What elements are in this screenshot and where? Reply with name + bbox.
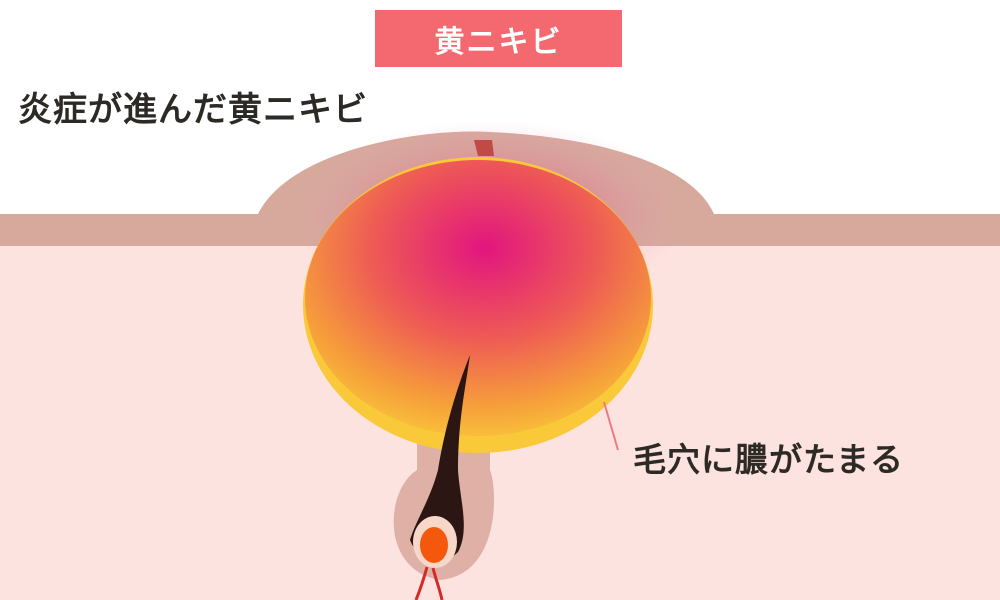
title-badge-label: 黄ニキビ	[434, 24, 563, 60]
pore-opening	[474, 140, 494, 156]
hair-strand	[410, 355, 470, 562]
pus-callout-label: 毛穴に膿がたまる	[633, 440, 905, 479]
capillary	[414, 566, 429, 600]
diagram-heading: 炎症が進んだ黄ニキビ	[18, 90, 368, 130]
hair-bulb-core	[420, 527, 448, 563]
capillary	[431, 567, 444, 600]
pus-sac	[305, 160, 651, 436]
callout-leader-line	[603, 401, 619, 451]
title-badge: 黄ニキビ	[375, 10, 622, 67]
